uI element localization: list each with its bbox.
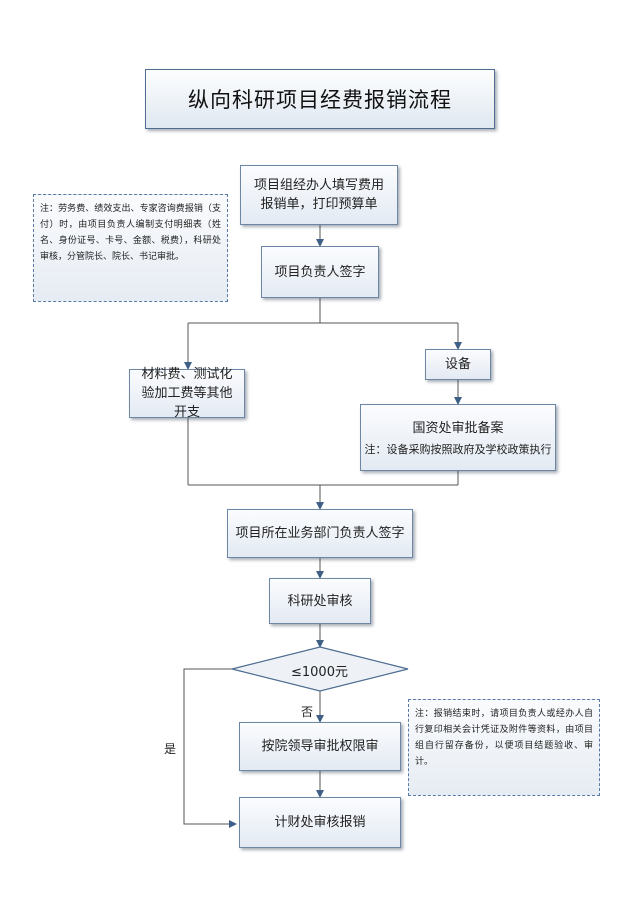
node-materials: 材料费、测试化验加工费等其他开支	[129, 367, 245, 420]
node-equipment: 设备	[425, 349, 491, 380]
node-leader-approval: 按院领导审批权限审	[239, 722, 401, 771]
note-right: 注：报销结束时，请项目负责人或经办人自行复印相关会计凭证及附件等资料，由项目组自…	[408, 699, 600, 796]
node-pi-sign: 项目负责人签字	[261, 246, 379, 298]
note-left: 注：劳务费、绩效支出、专家咨询费报销（支付）时，由项目负责人编制支付明细表（姓名…	[33, 194, 228, 302]
label-yes: 是	[164, 742, 177, 756]
node-asset-office: 国资处审批备案 注：设备采购按照政府及学校政策执行	[360, 404, 556, 471]
node-fill-form: 项目组经办人填写费用报销单，打印预算单	[240, 165, 398, 225]
decision-diamond	[231, 646, 409, 692]
node-finance-office: 计财处审核报销	[239, 797, 401, 848]
node-finance-office-label: 计财处审核报销	[274, 815, 366, 830]
node-materials-label: 材料费、测试化验加工费等其他开支	[141, 367, 233, 420]
decision-label: ≤1000元	[291, 665, 348, 680]
node-research-office-label: 科研处审核	[287, 593, 353, 609]
arrow-yes-branch	[183, 668, 237, 828]
label-no: 否	[301, 705, 314, 719]
node-asset-office-note: 注：设备采购按照政府及学校政策执行	[364, 442, 552, 456]
title-box: 纵向科研项目经费报销流程	[145, 69, 495, 129]
node-asset-office-title: 国资处审批备案	[412, 420, 504, 436]
node-research-office: 科研处审核	[269, 578, 371, 624]
node-dept-head-label: 项目所在业务部门负责人签字	[235, 526, 405, 541]
node-pi-sign-label: 项目负责人签字	[274, 264, 366, 280]
node-equipment-label: 设备	[444, 357, 471, 372]
page-title: 纵向科研项目经费报销流程	[188, 88, 452, 112]
node-dept-head: 项目所在业务部门负责人签字	[227, 509, 413, 558]
node-fill-form-label: 项目组经办人填写费用报销单，打印预算单	[253, 178, 384, 212]
node-leader-approval-label: 按院领导审批权限审	[261, 739, 379, 754]
